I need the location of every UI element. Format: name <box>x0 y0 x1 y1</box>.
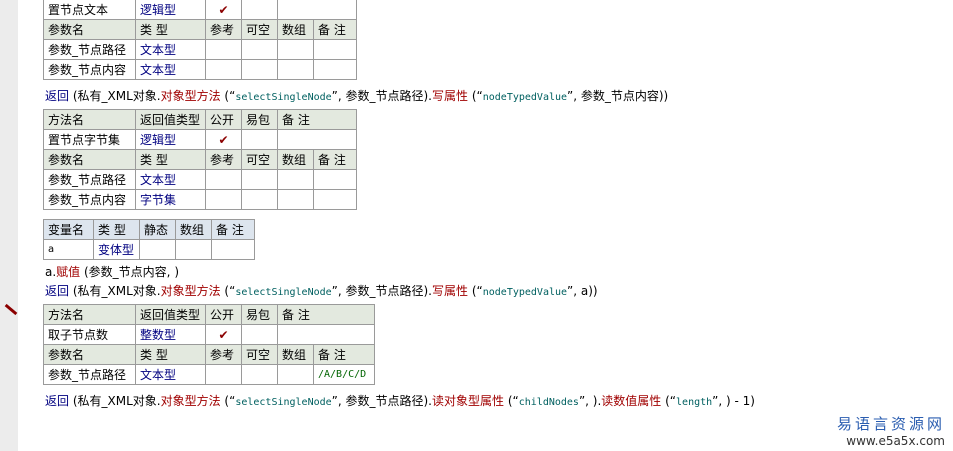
header: 数组 <box>277 149 314 170</box>
param-row: 参数_节点内容文本型 <box>43 59 357 80</box>
watermark: 易语言资源网 www.e5a5x.com <box>835 413 945 448</box>
public-check[interactable]: ✔ <box>205 324 242 345</box>
header: 方法名 <box>43 304 136 325</box>
header: 数组 <box>277 19 314 40</box>
param-name[interactable]: 参数_节点路径 <box>43 364 136 385</box>
param-type[interactable]: 文本型 <box>135 59 206 80</box>
method-name[interactable]: 置节点字节集 <box>43 129 136 150</box>
header: 公开 <box>205 304 242 325</box>
header: 公开 <box>205 109 242 130</box>
param-row: 参数_节点内容字节集 <box>43 189 358 210</box>
header: 易包 <box>241 109 278 130</box>
method-name[interactable]: 置节点文本 <box>43 0 136 20</box>
param-name[interactable]: 参数_节点内容 <box>43 59 136 80</box>
header: 静态 <box>139 219 176 240</box>
param-row: 参数_节点路径文本型/A/B/C/D <box>43 364 376 385</box>
method-table-set-node-bytes: 方法名返回值类型公开易包备 注 置节点字节集逻辑型✔ 参数名类 型参考可空数组备… <box>43 109 358 210</box>
return-type[interactable]: 逻辑型 <box>135 0 206 20</box>
header: 可空 <box>241 344 278 365</box>
header: 易包 <box>241 304 278 325</box>
header: 返回值类型 <box>135 304 206 325</box>
header: 变量名 <box>43 219 94 240</box>
header: 备 注 <box>312 344 376 365</box>
header: 可空 <box>241 149 278 170</box>
code-line[interactable]: 返回 (私有_XML对象.对象型方法 (“selectSingleNode”, … <box>45 284 598 298</box>
param-type[interactable]: 字节集 <box>135 189 206 210</box>
header: 数组 <box>175 219 212 240</box>
method-table-get-child-count: 方法名返回值类型公开易包备 注 取子节点数整数型✔ 参数名类 型参考可空数组备 … <box>43 304 376 385</box>
header: 备 注 <box>276 109 358 130</box>
public-check[interactable]: ✔ <box>205 129 242 150</box>
header: 备 注 <box>276 304 376 325</box>
header: 参数名 <box>43 344 136 365</box>
code-line[interactable]: a.赋值 (参数_节点内容, ) <box>45 265 179 279</box>
header: 参数名 <box>43 149 136 170</box>
param-name[interactable]: 参数_节点内容 <box>43 189 136 210</box>
code-line[interactable]: 返回 (私有_XML对象.对象型方法 (“selectSingleNode”, … <box>45 394 755 408</box>
header: 参考 <box>205 149 242 170</box>
var-name[interactable]: a <box>43 239 94 260</box>
header: 参考 <box>205 344 242 365</box>
param-remark[interactable]: /A/B/C/D <box>312 364 376 385</box>
header: 参数名 <box>43 19 136 40</box>
header: 可空 <box>241 19 278 40</box>
return-type[interactable]: 逻辑型 <box>135 129 206 150</box>
header: 类 型 <box>93 219 140 240</box>
watermark-url: www.e5a5x.com <box>846 434 945 448</box>
param-type[interactable]: 文本型 <box>135 169 206 190</box>
return-type[interactable]: 整数型 <box>135 324 206 345</box>
header: 类 型 <box>135 149 206 170</box>
param-row: 参数_节点路径文本型 <box>43 169 358 190</box>
param-row: 参数_节点路径文本型 <box>43 39 357 60</box>
code-line[interactable]: 返回 (私有_XML对象.对象型方法 (“selectSingleNode”, … <box>45 89 669 103</box>
param-type[interactable]: 文本型 <box>135 364 206 385</box>
watermark-title: 易语言资源网 <box>836 415 945 433</box>
header: 数组 <box>277 344 314 365</box>
header: 备 注 <box>313 19 357 40</box>
header: 备 注 <box>211 219 255 240</box>
public-check[interactable]: ✔ <box>205 0 242 20</box>
header: 返回值类型 <box>135 109 206 130</box>
var-type[interactable]: 变体型 <box>93 239 140 260</box>
header: 类 型 <box>135 19 206 40</box>
header: 类 型 <box>135 344 206 365</box>
method-name[interactable]: 取子节点数 <box>43 324 136 345</box>
param-type[interactable]: 文本型 <box>135 39 206 60</box>
header: 方法名 <box>43 109 136 130</box>
header: 备 注 <box>312 149 358 170</box>
header: 参考 <box>205 19 242 40</box>
remark[interactable] <box>277 0 357 20</box>
cell[interactable] <box>241 0 278 20</box>
param-name[interactable]: 参数_节点路径 <box>43 169 136 190</box>
method-table-set-node-text: 置节点文本逻辑型✔ 参数名类 型参考可空数组备 注 参数_节点路径文本型 参数_… <box>43 0 357 80</box>
param-name[interactable]: 参数_节点路径 <box>43 39 136 60</box>
editor-gutter <box>0 0 18 451</box>
